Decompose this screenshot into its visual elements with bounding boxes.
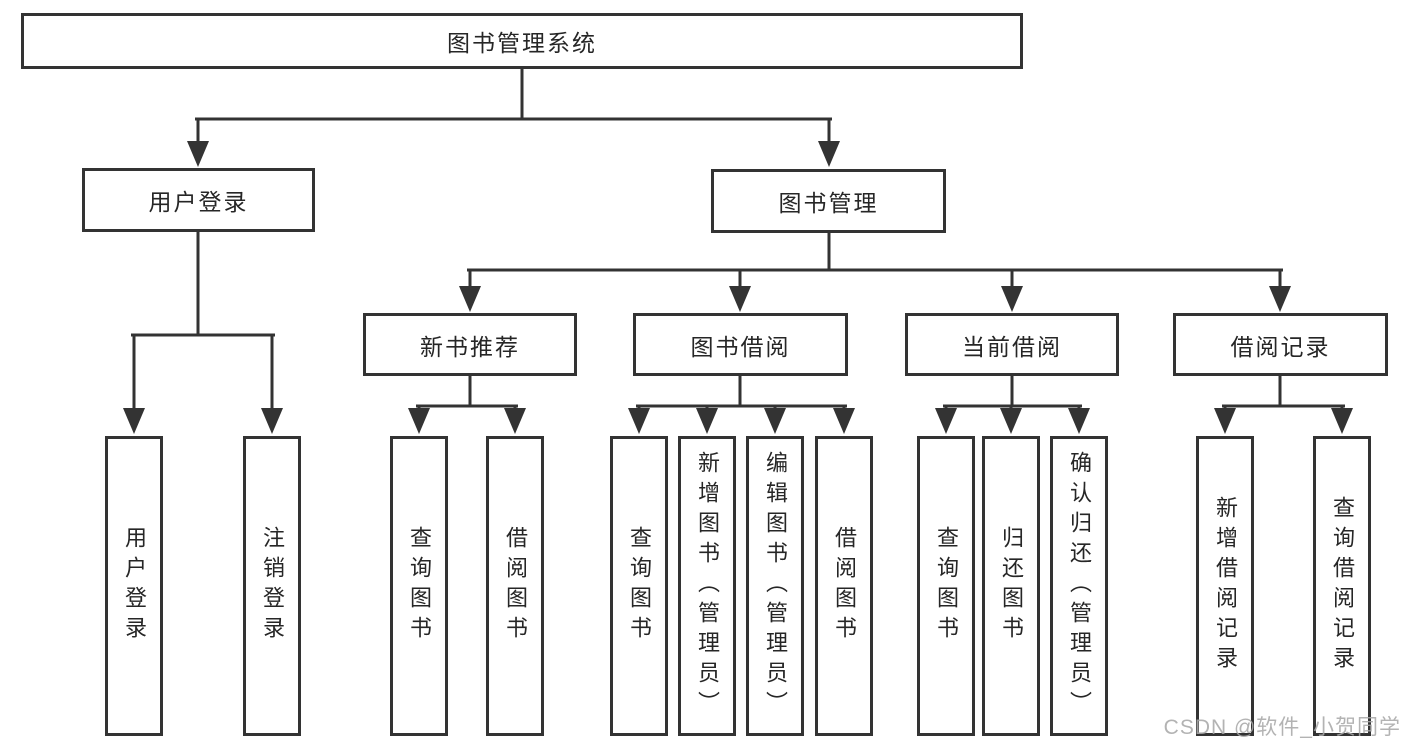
node-library-management-system: 图书管理系统	[21, 13, 1023, 69]
node-book-borrowing: 图书借阅	[633, 313, 848, 376]
leaf-logout: 注销登录	[243, 436, 301, 736]
node-label: 归还图书	[999, 526, 1024, 646]
leaf-borrow-books-1: 借阅图书	[486, 436, 544, 736]
node-label: 编辑图书（管理员）	[763, 451, 788, 721]
leaf-query-books-1: 查询图书	[390, 436, 448, 736]
leaf-query-books-3: 查询图书	[917, 436, 975, 736]
node-label: 查询图书	[934, 526, 959, 646]
node-label: 注销登录	[260, 526, 285, 646]
node-label: 图书管理	[778, 190, 879, 216]
node-label: 查询借阅记录	[1330, 496, 1355, 676]
node-current-borrowing: 当前借阅	[905, 313, 1119, 376]
leaf-edit-books-admin: 编辑图书（管理员）	[746, 436, 804, 736]
node-label: 新增借阅记录	[1213, 496, 1238, 676]
leaf-return-books: 归还图书	[982, 436, 1040, 736]
node-label: 用户登录	[148, 189, 249, 215]
node-label: 查询图书	[407, 526, 432, 646]
leaf-confirm-return-admin: 确认归还（管理员）	[1050, 436, 1108, 736]
leaf-user-login: 用户登录	[105, 436, 163, 736]
node-user-login: 用户登录	[82, 168, 315, 232]
node-book-management: 图书管理	[711, 169, 946, 233]
leaf-add-books-admin: 新增图书（管理员）	[678, 436, 736, 736]
node-new-book-recommend: 新书推荐	[363, 313, 577, 376]
node-label: 用户登录	[122, 526, 147, 646]
csdn-watermark: CSDN @软件_小贺同学	[1163, 716, 1401, 739]
leaf-query-books-2: 查询图书	[610, 436, 668, 736]
node-label: 图书管理系统	[447, 30, 597, 56]
node-label: 借阅图书	[503, 526, 528, 646]
node-label: 图书借阅	[690, 333, 791, 360]
node-label: 新书推荐	[420, 333, 520, 360]
node-label: 确认归还（管理员）	[1067, 451, 1092, 721]
node-label: 新增图书（管理员）	[695, 451, 720, 721]
node-label: 查询图书	[627, 526, 652, 646]
node-borrowing-records: 借阅记录	[1173, 313, 1388, 376]
leaf-borrow-books-2: 借阅图书	[815, 436, 873, 736]
leaf-query-borrow-record: 查询借阅记录	[1313, 436, 1371, 736]
leaf-add-borrow-record: 新增借阅记录	[1196, 436, 1254, 736]
node-label: 借阅图书	[832, 526, 857, 646]
node-label: 借阅记录	[1230, 333, 1331, 360]
node-label: 当前借阅	[962, 333, 1062, 360]
